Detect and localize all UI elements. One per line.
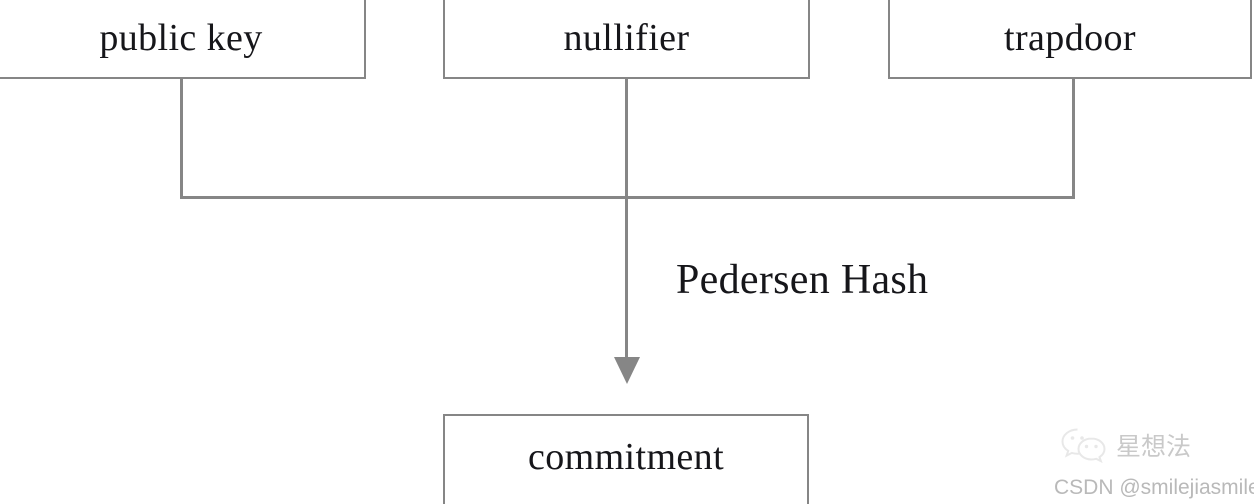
watermark-credit-text: CSDN @smilejiasmile xyxy=(1054,476,1254,499)
edge-trapdoor-to-hash xyxy=(1072,77,1075,199)
watermark: 星想法 CSDN @smilejiasmile xyxy=(1054,424,1254,504)
node-nullifier-label: nullifier xyxy=(563,16,690,59)
node-commitment-label: commitment xyxy=(527,436,725,478)
edge-public-key-to-hash xyxy=(180,77,183,199)
node-public-key-label: public key xyxy=(99,16,263,59)
edge-hash-to-commitment xyxy=(625,77,628,361)
wechat-icon xyxy=(1060,426,1108,469)
node-trapdoor: trapdoor xyxy=(888,0,1252,79)
arrow-head-icon xyxy=(614,357,640,384)
watermark-brand-text: 星想法 xyxy=(1116,432,1192,461)
node-trapdoor-label: trapdoor xyxy=(1004,16,1136,59)
node-public-key: public key xyxy=(0,0,366,79)
node-commitment: commitment xyxy=(443,414,809,504)
pedersen-hash-label: Pedersen Hash xyxy=(676,257,929,303)
watermark-top-row: 星想法 xyxy=(1060,424,1191,470)
node-nullifier: nullifier xyxy=(443,0,810,79)
